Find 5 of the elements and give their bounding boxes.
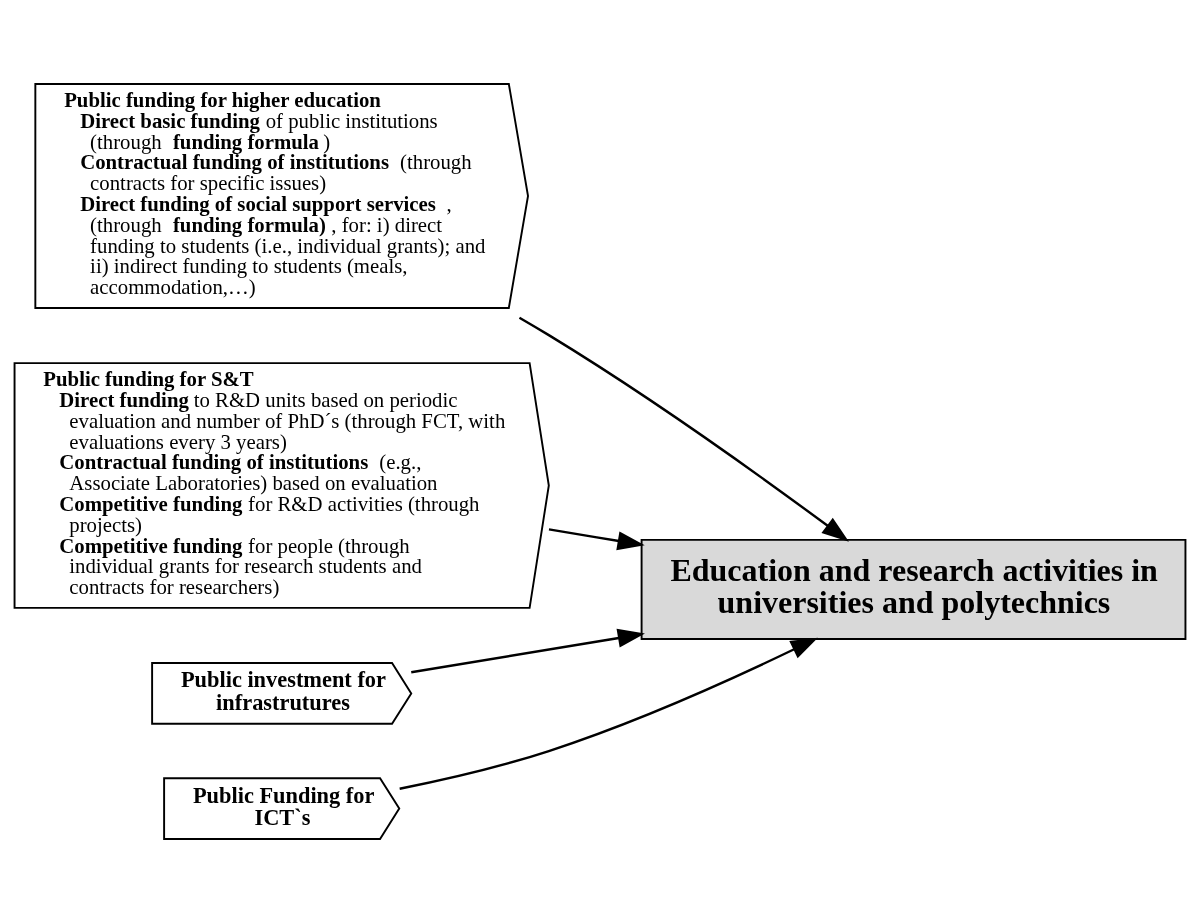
arrow: [411, 628, 645, 674]
arrow: [518, 316, 849, 542]
arrow: [399, 637, 818, 790]
arrow: [548, 528, 645, 551]
node-box: Education and research activities in universities and polytechnics: [640, 538, 1187, 640]
